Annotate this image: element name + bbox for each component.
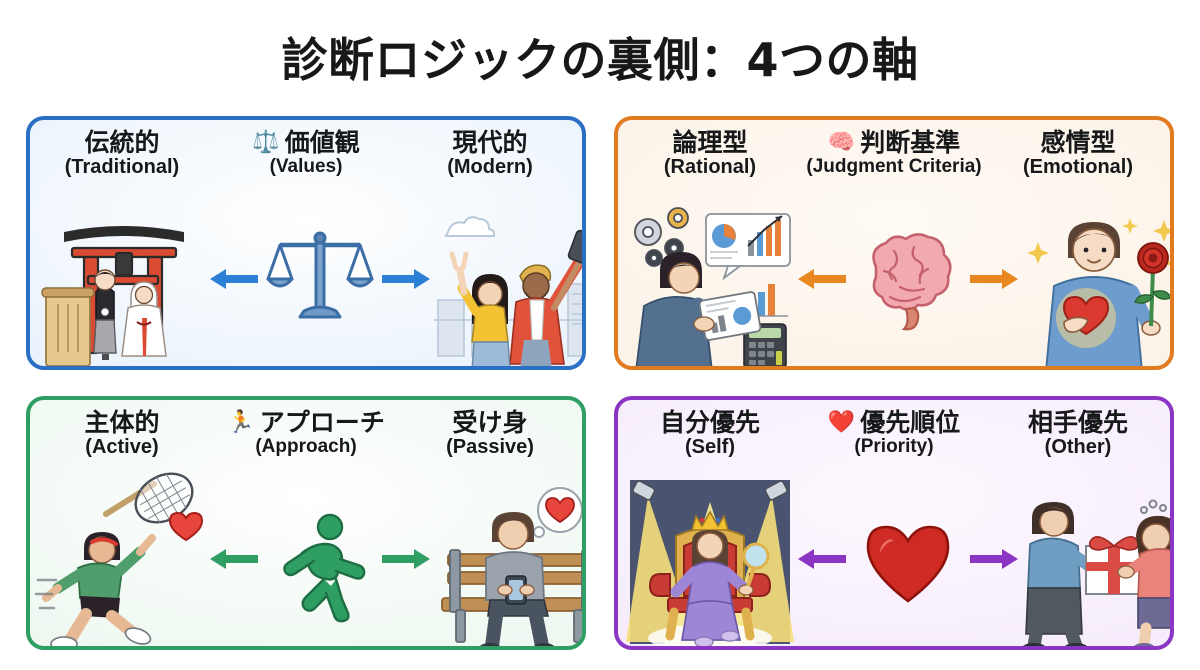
- label-en: (Emotional): [1023, 156, 1134, 179]
- analyst-with-gears-charts-calculator-illustration: [624, 196, 796, 366]
- panel-values-axis-visual: [208, 196, 432, 362]
- arrow-left-icon: [798, 269, 846, 289]
- label-jp: 相手優先: [1028, 408, 1129, 437]
- label-jp: 論理型: [672, 128, 748, 157]
- panel-judgment-axis-label: 🧠 判断基準 (Judgment Criteria): [802, 128, 986, 178]
- man-giving-gift-to-bowing-woman-illustration: [1020, 476, 1170, 646]
- panel-priority-body: [618, 476, 1170, 646]
- label-jp: 伝統的: [84, 128, 160, 157]
- label-jp: 受け身: [452, 408, 528, 437]
- panel-judgment-header: 論理型 (Rational) 🧠 判断基準 (Judgment Criteria…: [618, 120, 1170, 194]
- label-en: (Other): [1044, 436, 1112, 459]
- page-title: 診断ロジックの裏側：4つの軸: [281, 33, 919, 87]
- heart-illustration: [866, 525, 950, 603]
- brain-icon: 🧠: [827, 130, 856, 156]
- panel-priority[interactable]: 自分優先 (Self) ❤️ 優先順位 (Priority) 相手優先 (Oth…: [614, 396, 1174, 650]
- label-jp: 感情型: [1040, 128, 1116, 157]
- label-jp: 現代的: [452, 128, 528, 157]
- label-jp: 主体的: [84, 408, 160, 437]
- panel-judgment-left-label: 論理型 (Rational): [618, 128, 802, 179]
- arrow-right-icon: [382, 549, 430, 569]
- panel-values-axis-label: ⚖️ 価値観 (Values): [214, 128, 398, 178]
- axis-jp: アプローチ: [259, 408, 385, 437]
- brain-illustration: [872, 233, 952, 331]
- panel-approach-axis-label: 🏃 アプローチ (Approach): [214, 408, 398, 458]
- axis-jp: 優先順位: [860, 408, 961, 437]
- panel-judgment-criteria[interactable]: 論理型 (Rational) 🧠 判断基準 (Judgment Criteria…: [614, 116, 1174, 370]
- label-en: (Self): [684, 436, 735, 459]
- axis-jp-row: 🧠 判断基準: [827, 128, 961, 157]
- panel-priority-axis-label: ❤️ 優先順位 (Priority): [802, 408, 986, 458]
- man-on-bench-with-phone-illustration: [432, 476, 582, 646]
- panel-judgment-axis-visual: [796, 196, 1020, 362]
- panel-values-body: [30, 196, 582, 366]
- axis-jp-row: ⚖️ 価値観: [252, 128, 360, 157]
- panel-approach-body: [30, 472, 582, 646]
- label-en: (Modern): [447, 156, 533, 179]
- label-en: (Active): [85, 436, 159, 459]
- panel-judgment-body: [618, 196, 1170, 366]
- man-with-rose-and-heart-illustration: [1020, 196, 1170, 366]
- panel-values-left-label: 伝統的 (Traditional): [30, 128, 214, 179]
- running-person-icon: 🏃: [227, 410, 255, 436]
- axis-en: (Judgment Criteria): [806, 156, 982, 178]
- panel-priority-axis-visual: [796, 476, 1020, 642]
- arrow-right-icon: [970, 269, 1018, 289]
- panel-priority-right-label: 相手優先 (Other): [986, 408, 1170, 459]
- arrow-right-icon: [970, 549, 1018, 569]
- panel-priority-left-label: 自分優先 (Self): [618, 408, 802, 459]
- panel-approach-right-label: 受け身 (Passive): [398, 408, 582, 459]
- arrow-left-icon: [798, 549, 846, 569]
- axis-jp: 判断基準: [860, 128, 961, 157]
- label-en: (Rational): [663, 156, 757, 179]
- label-en: (Passive): [446, 436, 534, 459]
- label-en: (Traditional): [64, 156, 180, 179]
- axes-grid: 伝統的 (Traditional) ⚖️ 価値観 (Values) 現代的 (M…: [26, 116, 1174, 650]
- panel-values[interactable]: 伝統的 (Traditional) ⚖️ 価値観 (Values) 現代的 (M…: [26, 116, 586, 370]
- arrow-right-icon: [382, 269, 430, 289]
- panel-approach-header: 主体的 (Active) 🏃 アプローチ (Approach) 受け身 (Pas…: [30, 400, 582, 474]
- arrow-left-icon: [210, 269, 258, 289]
- panel-values-header: 伝統的 (Traditional) ⚖️ 価値観 (Values) 現代的 (M…: [30, 120, 582, 194]
- panel-judgment-right-label: 感情型 (Emotional): [986, 128, 1170, 179]
- woman-running-with-net-illustration: [34, 472, 208, 646]
- axis-jp: 価値観: [284, 128, 360, 157]
- axis-jp-row: ❤️ 優先順位: [827, 408, 961, 437]
- panel-priority-header: 自分優先 (Self) ❤️ 優先順位 (Priority) 相手優先 (Oth…: [618, 400, 1170, 474]
- heart-icon: ❤️: [827, 410, 856, 436]
- label-jp: 自分優先: [659, 408, 760, 437]
- axis-en: (Values): [269, 156, 343, 178]
- running-person-illustration: [283, 513, 366, 623]
- japanese-wedding-couple-torii-illustration: [36, 196, 208, 366]
- modern-couple-selfie-city-illustration: [432, 196, 582, 366]
- axis-en: (Approach): [255, 436, 357, 458]
- panel-values-right-label: 現代的 (Modern): [398, 128, 582, 179]
- arrow-left-icon: [210, 549, 258, 569]
- panel-approach-axis-visual: [208, 476, 432, 642]
- balance-scale-illustration: [266, 231, 374, 319]
- balance-scale-icon: ⚖️: [252, 130, 280, 156]
- panel-approach-left-label: 主体的 (Active): [30, 408, 214, 459]
- panel-approach[interactable]: 主体的 (Active) 🏃 アプローチ (Approach) 受け身 (Pas…: [26, 396, 586, 650]
- axis-jp-row: 🏃 アプローチ: [227, 408, 385, 437]
- axis-en: (Priority): [854, 436, 934, 458]
- queen-on-throne-illustration: [624, 476, 796, 646]
